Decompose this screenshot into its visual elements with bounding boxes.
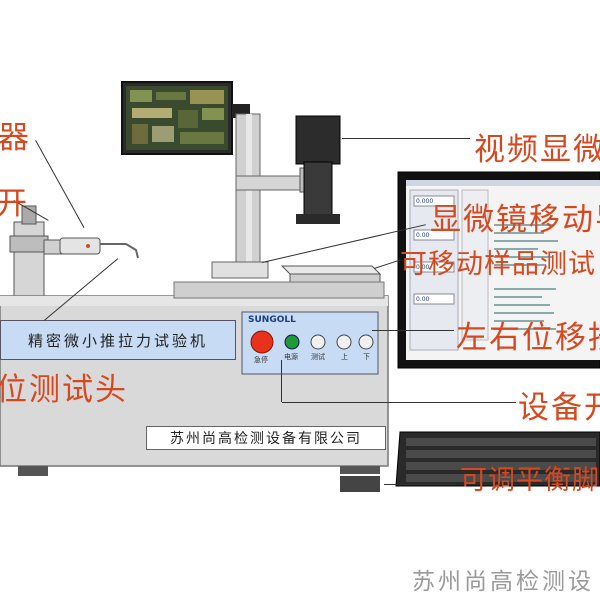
panel-label-test: 测试 bbox=[311, 352, 325, 362]
name-plate-text: 精密微小推拉力试验机 bbox=[28, 330, 208, 351]
callout-test-head: 位测试头 bbox=[0, 364, 128, 409]
company-plate-text: 苏州尚高检测设备有限公司 bbox=[170, 428, 362, 448]
callout-leveling-foot: 可调平衡脚 bbox=[460, 458, 600, 497]
callout-power-switch: 设备开 bbox=[518, 382, 600, 427]
leader-power-h bbox=[282, 402, 516, 403]
callout-movable-stage: 可移动样品测试 bbox=[400, 242, 596, 281]
down-button[interactable] bbox=[359, 335, 373, 349]
leader-power-v bbox=[281, 360, 282, 402]
leader-video bbox=[342, 138, 470, 139]
callout-open: 开 bbox=[0, 178, 29, 223]
panel-label-down: 下 bbox=[363, 352, 370, 362]
leader-foot bbox=[384, 484, 456, 485]
name-plate: 精密微小推拉力试验机 bbox=[0, 320, 236, 360]
panel-label-up: 上 bbox=[341, 352, 348, 362]
panel-label-estop: 急停 bbox=[254, 355, 268, 365]
up-button[interactable] bbox=[337, 335, 351, 349]
sw-readout-2: 0.00 bbox=[416, 232, 429, 239]
brand-logo: SUNGOLL bbox=[248, 315, 296, 325]
company-plate: 苏州尚高检测设备有限公司 bbox=[146, 426, 386, 450]
test-button[interactable] bbox=[311, 335, 325, 349]
leader-lr bbox=[372, 330, 454, 331]
callout-sensor: 器 bbox=[0, 112, 31, 157]
leveling-foot bbox=[340, 476, 380, 492]
callout-microscope-rail: 显微镜移动导 bbox=[430, 194, 600, 239]
panel-label-power: 电源 bbox=[284, 352, 298, 362]
left-foot bbox=[18, 466, 48, 476]
emergency-stop-button[interactable] bbox=[251, 331, 273, 353]
watermark: 苏州尚高检测设 bbox=[412, 562, 594, 596]
sw-readout-4: 0.00 bbox=[416, 296, 429, 303]
callout-video-microscope: 视频显微 bbox=[474, 124, 600, 169]
power-button[interactable] bbox=[285, 335, 299, 349]
callout-lr-button: 左右位移按 bbox=[456, 312, 600, 357]
top-monitor bbox=[122, 82, 250, 154]
